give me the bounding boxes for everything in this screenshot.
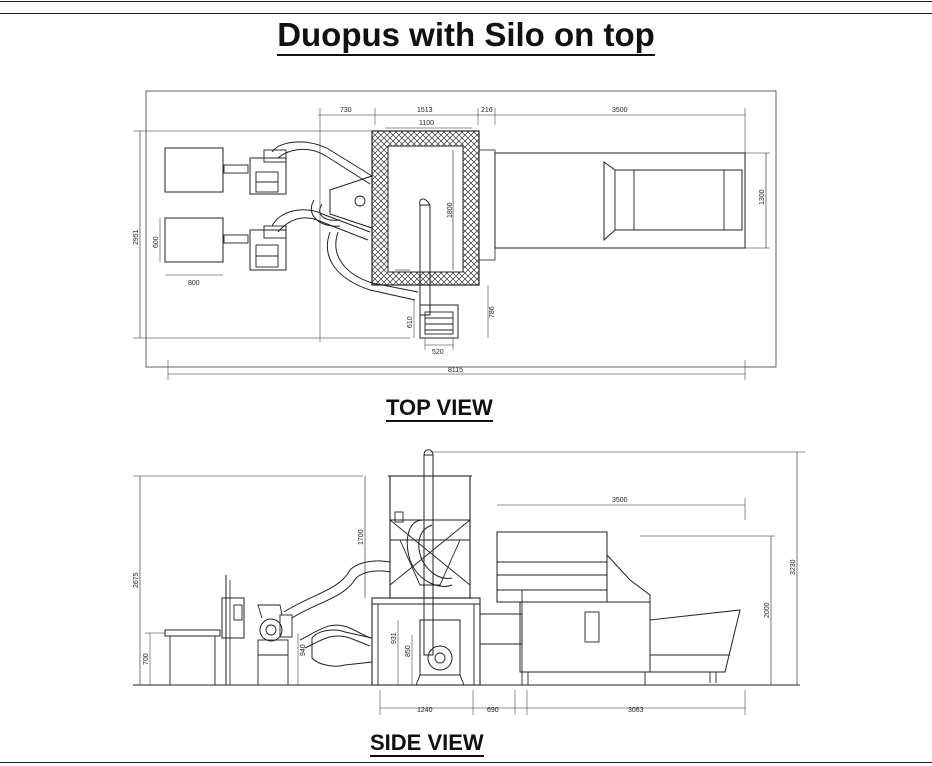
header-border-line	[0, 13, 932, 14]
top-border-line	[0, 1, 932, 2]
dim-610: 610	[407, 316, 414, 328]
dim-940: 940	[300, 644, 307, 656]
side-silo-frame	[389, 475, 471, 599]
top-control-box-lower	[164, 217, 224, 263]
side-pipe-upper	[283, 560, 391, 613]
dim-700: 700	[143, 653, 150, 665]
dim-2951: 2951	[133, 229, 140, 245]
dim-730: 730	[340, 107, 352, 114]
dim-800: 800	[188, 280, 200, 287]
top-view-dimensions: 730 1513 216 3500 1100 1800 1300 2951 60…	[133, 107, 766, 374]
side-view-dimensions: 2675 1700 3500 3230 2000 700 940 931 850…	[133, 497, 797, 714]
side-step-box	[479, 613, 523, 645]
dim-2675: 2675	[133, 572, 140, 588]
side-view-drawing	[133, 449, 805, 715]
side-blower	[257, 604, 293, 686]
bottom-border-line	[0, 762, 932, 763]
top-view-label: TOP VIEW	[386, 395, 493, 422]
top-pipe-upper	[271, 141, 373, 177]
side-machine-body	[519, 601, 651, 673]
top-control-box-upper	[164, 147, 224, 193]
dim-520: 520	[432, 349, 444, 356]
dim-600: 600	[153, 236, 160, 248]
top-view-drawing	[133, 90, 777, 380]
dim-2000: 2000	[764, 602, 771, 618]
top-machine-body	[494, 152, 746, 249]
side-machine-top	[496, 531, 608, 603]
side-cyclone	[311, 629, 373, 667]
dim-1700: 1700	[358, 529, 365, 545]
dim-3500-side: 3500	[612, 497, 628, 504]
dim-216: 216	[481, 107, 493, 114]
side-vertical-duct	[423, 454, 434, 656]
page-title: Duopus with Silo on top	[0, 16, 932, 56]
top-silo-inner	[387, 145, 464, 273]
dim-850: 850	[405, 645, 412, 657]
side-pipe-lower	[299, 624, 371, 641]
dim-786: 786	[489, 306, 496, 318]
dim-1240: 1240	[417, 707, 433, 714]
side-table	[164, 629, 221, 637]
top-machine-hopper	[603, 161, 743, 242]
side-fan	[415, 619, 465, 686]
side-silo-duct	[406, 519, 453, 587]
side-machine-hopper	[606, 554, 741, 673]
dim-1800: 1800	[447, 202, 454, 218]
top-floor-outline	[145, 90, 777, 368]
top-pipe-lower	[271, 209, 371, 233]
side-view-label: SIDE VIEW	[370, 730, 484, 757]
dim-1513: 1513	[417, 107, 433, 114]
dim-1100: 1100	[419, 120, 434, 127]
dim-3230: 3230	[790, 559, 797, 575]
dim-931: 931	[391, 632, 398, 644]
dim-690: 690	[487, 707, 499, 714]
dim-8115: 8115	[448, 367, 463, 374]
side-control-stand	[221, 597, 245, 639]
side-platform	[371, 597, 481, 686]
top-pipe-to-fan	[326, 231, 416, 301]
top-fan-unit	[419, 304, 459, 339]
top-blower-upper	[223, 149, 287, 195]
dim-3063: 3063	[628, 707, 644, 714]
dim-3500-top: 3500	[612, 107, 628, 114]
top-blower-lower	[223, 225, 287, 271]
dim-1300: 1300	[759, 189, 766, 205]
